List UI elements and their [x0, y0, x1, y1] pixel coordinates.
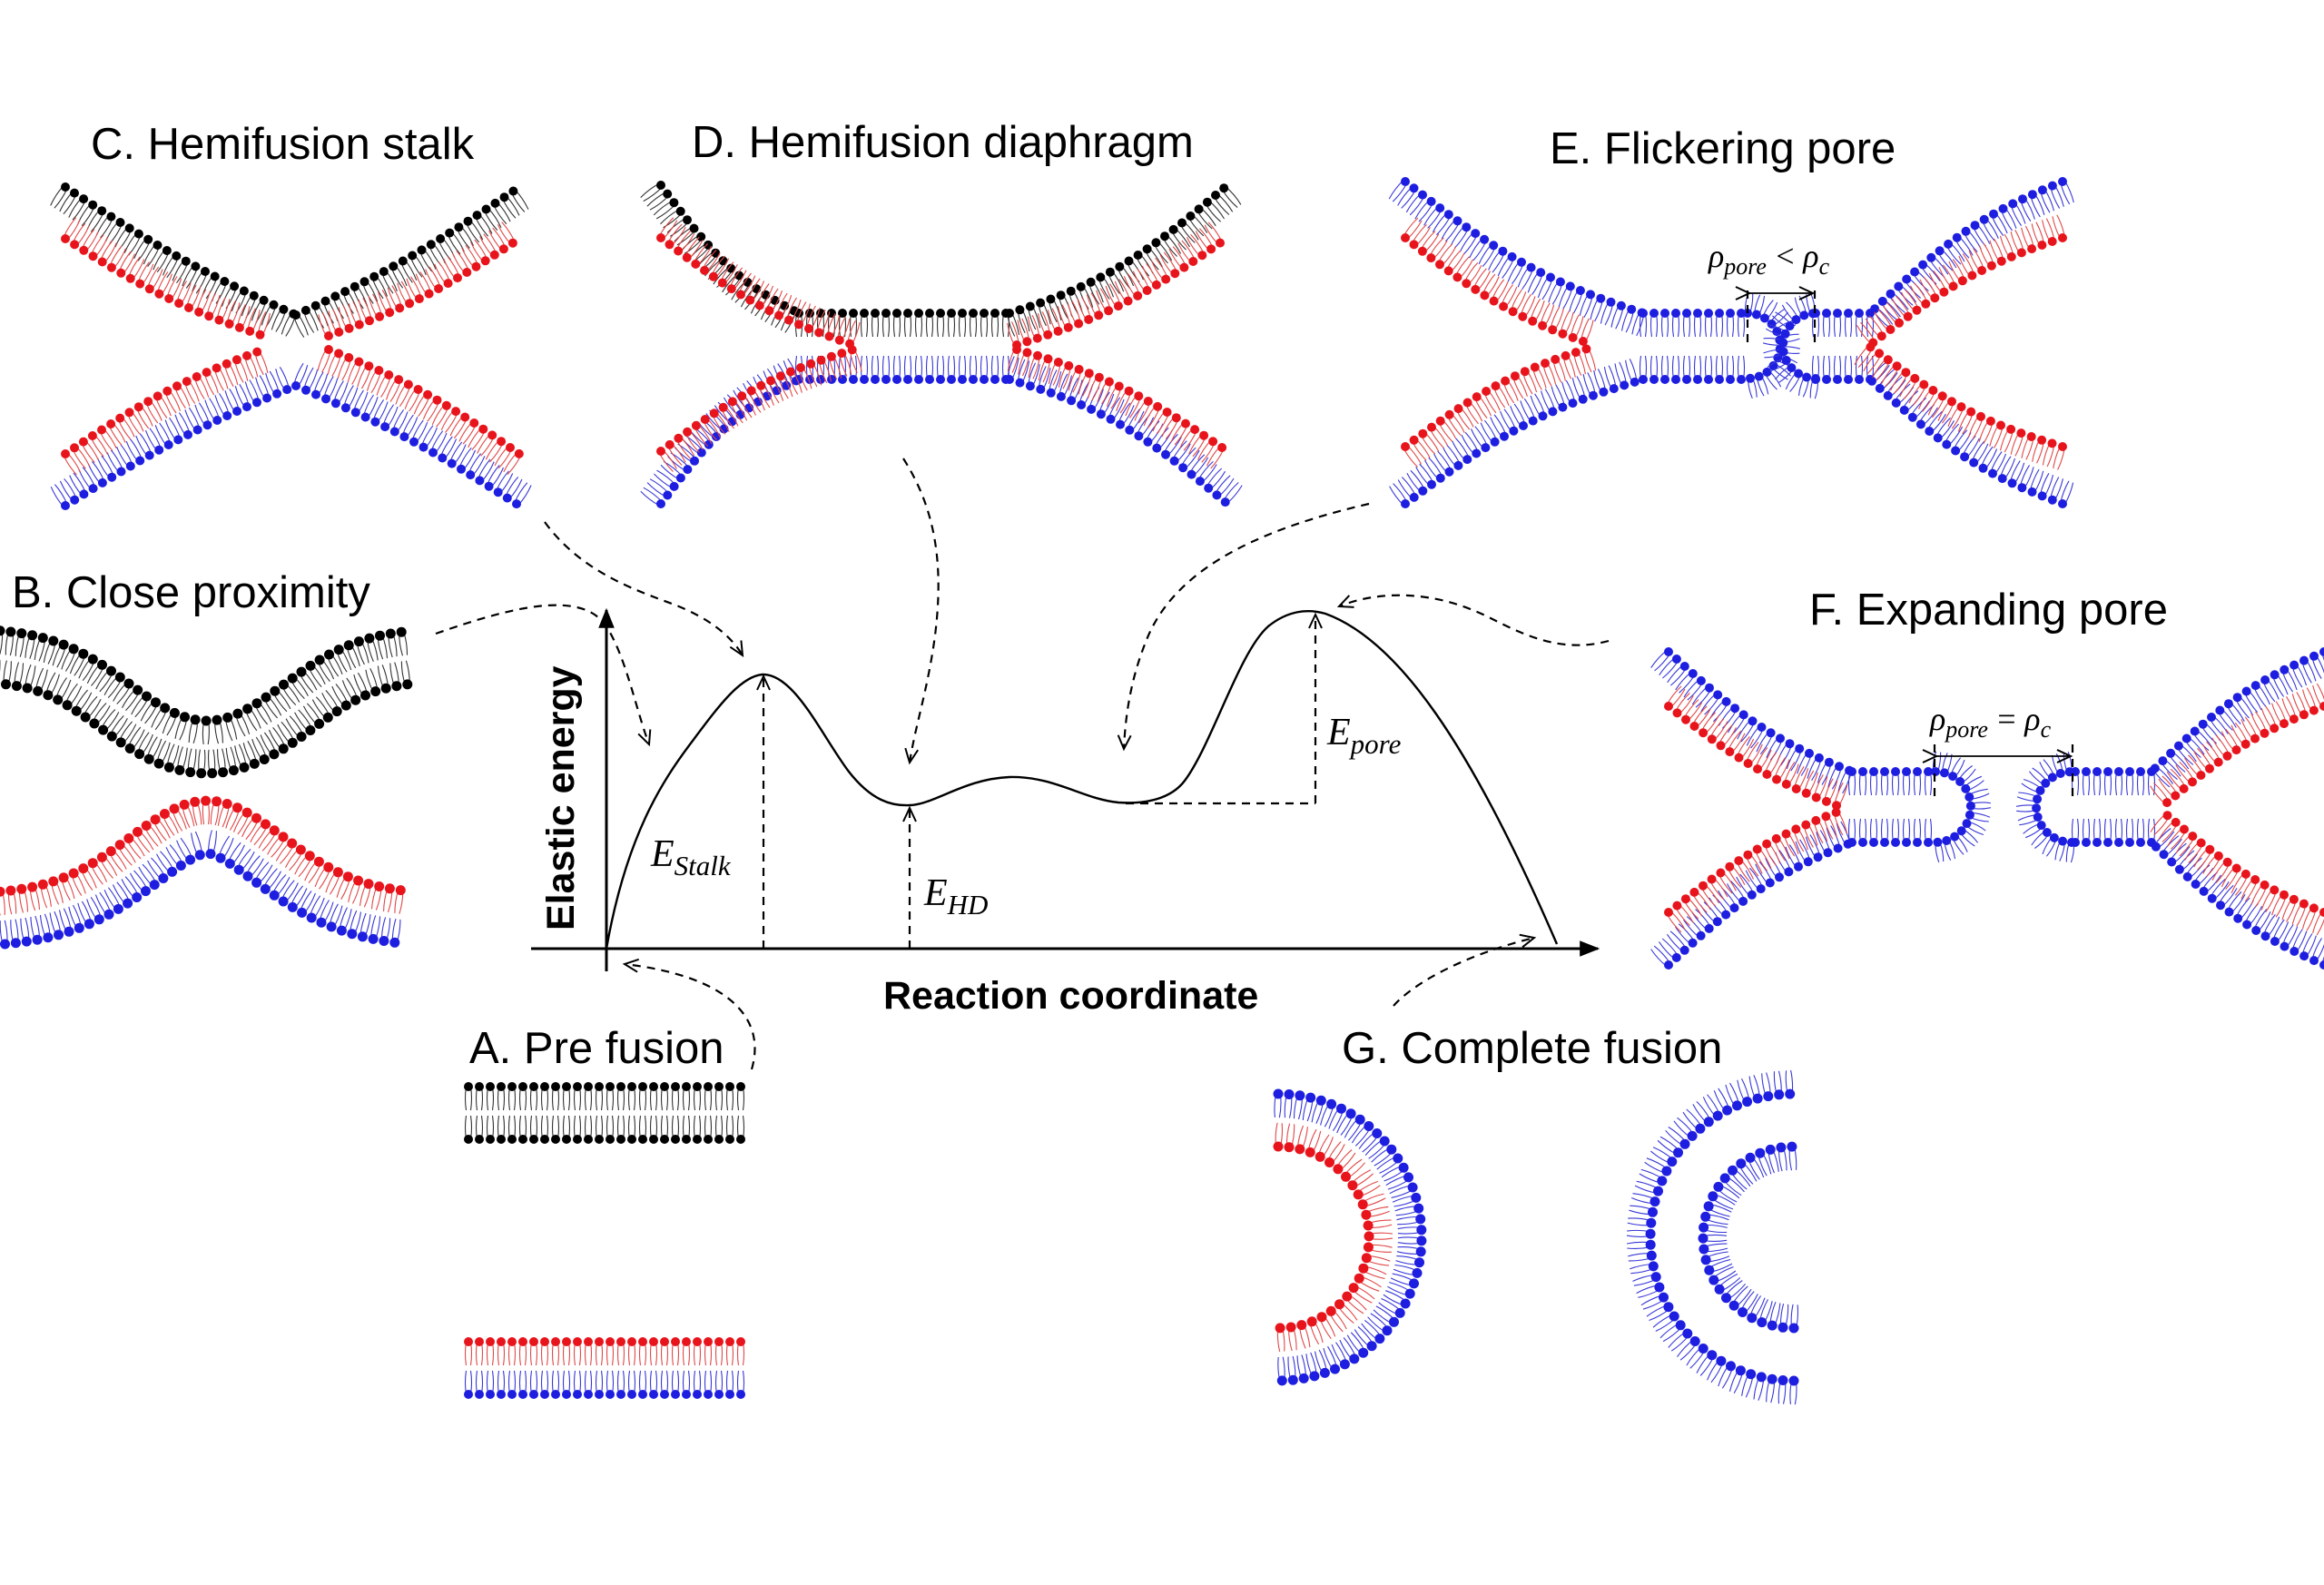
stage-g-title: G. Complete fusion	[1342, 1024, 1722, 1073]
connector-a	[622, 958, 756, 1070]
expanding-pore-annotation: ρpore=ρc	[1922, 701, 2074, 799]
stage-e-title: E. Flickering pore	[1550, 124, 1896, 173]
hd-energy-label: EHD	[923, 872, 988, 920]
flickering-pore-annotation: ρpore<ρc	[1708, 238, 1830, 345]
connector-e	[1117, 502, 1370, 752]
connector-d	[902, 458, 940, 765]
stage-connectors	[435, 458, 1610, 1070]
pore-energy-label: Epore	[1326, 712, 1402, 760]
connector-g	[1393, 933, 1537, 1007]
connector-b	[435, 604, 652, 747]
stage-a-title: A. Pre fusion	[469, 1024, 724, 1073]
close-proximity-membranes	[0, 625, 413, 950]
complete-fusion-membranes	[1273, 1069, 1799, 1405]
y-axis-label: Elastic energy	[539, 665, 583, 930]
hemifusion-stalk-membranes	[50, 182, 532, 510]
x-axis-label: Reaction coordinate	[883, 974, 1258, 1018]
flickering-pore-membranes	[1388, 177, 2074, 508]
connector-f	[1336, 594, 1610, 646]
expanding-pore-relation: ρpore=ρc	[1929, 701, 2052, 743]
energy-plot: Elastic energy Reaction coordinate EStal…	[531, 607, 1600, 1018]
hemifusion-diaphragm-membranes	[640, 181, 1243, 508]
stage-b-title: B. Close proximity	[12, 568, 370, 617]
flickering-pore-relation: ρpore<ρc	[1708, 238, 1830, 280]
stage-f-title: F. Expanding pore	[1809, 586, 2168, 635]
energy-curve	[605, 609, 1559, 950]
stage-c-title: C. Hemifusion stalk	[91, 120, 475, 169]
stage-d-title: D. Hemifusion diaphragm	[692, 118, 1194, 167]
expanding-pore-membranes	[1650, 647, 2324, 970]
stalk-energy-label: EStalk	[650, 833, 732, 881]
pre-fusion-membranes	[464, 1082, 745, 1399]
connector-c	[544, 521, 744, 658]
